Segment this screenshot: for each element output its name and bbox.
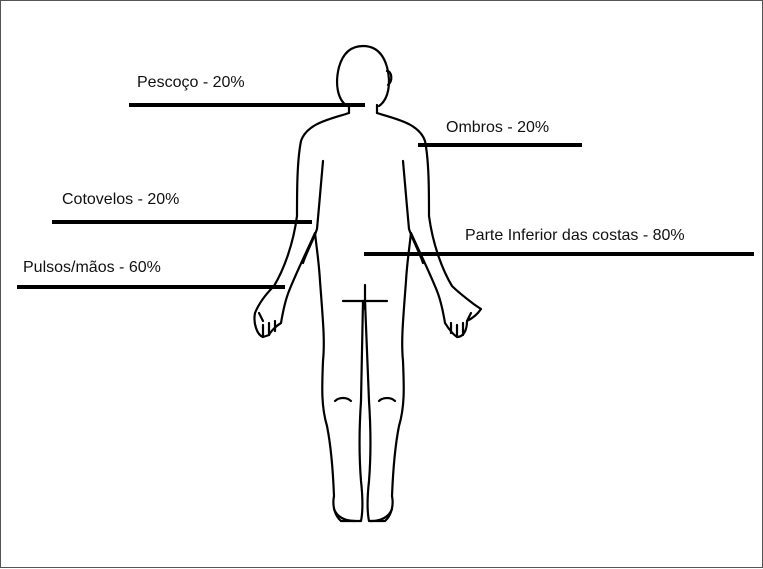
left-foot-outline <box>334 509 355 521</box>
elbows-leader-line <box>52 220 312 224</box>
lower-back-label: Parte Inferior das costas - 80% <box>465 227 685 245</box>
wrists-hands-leader-line <box>17 285 285 289</box>
left-knee-outline <box>335 398 351 401</box>
pelvis-outline <box>343 285 387 309</box>
right-side-outline <box>365 113 481 521</box>
wrists-hands-label: Pulsos/mãos - 60% <box>23 259 161 277</box>
head-outline <box>337 46 389 106</box>
left-side-outline <box>254 113 363 521</box>
right-arm-inner <box>403 161 423 263</box>
left-arm-inner <box>303 161 323 263</box>
neck-leader-line <box>129 103 365 107</box>
shoulders-leader-line <box>418 143 582 147</box>
left-hand-outline <box>259 313 275 337</box>
right-knee-outline <box>379 398 395 401</box>
neck-label: Pescoço - 20% <box>137 74 245 92</box>
lower-back-leader-line <box>364 252 754 256</box>
elbows-label: Cotovelos - 20% <box>62 191 179 209</box>
shoulders-label: Ombros - 20% <box>446 119 549 137</box>
right-foot-outline <box>371 509 392 521</box>
